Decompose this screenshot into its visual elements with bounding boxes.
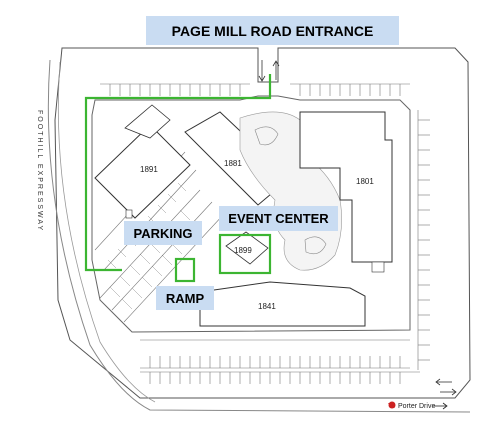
event-center-highlight [218, 233, 272, 275]
parking-stalls-right [417, 110, 430, 370]
porter-drive-label: Porter Drive [398, 403, 435, 410]
route-highlight [84, 74, 272, 283]
site-boundary [54, 47, 471, 399]
building-1801 [299, 111, 393, 263]
porter-drive-to-label: To [388, 403, 396, 410]
building-1891-label: 1891 [140, 165, 158, 174]
building-1801-label: 1801 [356, 177, 374, 186]
road-line-outer [47, 59, 471, 413]
porter-drive-marker-icon [388, 401, 396, 409]
parking-label: PARKING [124, 221, 202, 245]
exit-arrows-icon [435, 378, 457, 396]
porter-drive-arrowhead-icon [442, 402, 448, 410]
building-1841 [199, 281, 366, 327]
entrance-route [84, 74, 272, 272]
building-1899-label: 1899 [234, 246, 252, 255]
building-1841-label: 1841 [258, 302, 276, 311]
event-center-label: EVENT CENTER [219, 206, 338, 231]
ramp-highlight [174, 257, 196, 283]
inner-road-edge [91, 95, 411, 333]
building-1899 [225, 231, 269, 265]
entrance-arrows-icon [258, 60, 280, 82]
building-1891 [94, 124, 191, 219]
small-structure [371, 261, 385, 273]
entrance-label: PAGE MILL ROAD ENTRANCE [146, 16, 399, 45]
parking-stalls-bottom [140, 339, 420, 384]
small-structure-2 [125, 209, 133, 219]
road-name-foothill: FOOTHILL EXPRESSWAY [36, 110, 43, 232]
ramp-label: RAMP [156, 286, 214, 310]
building-1891-wing [124, 104, 171, 139]
building-1881-label: 1881 [224, 159, 242, 168]
pond [254, 126, 279, 146]
road-line-inner [57, 61, 156, 403]
parking-stalls-top [100, 83, 410, 96]
pond-2 [304, 236, 327, 255]
